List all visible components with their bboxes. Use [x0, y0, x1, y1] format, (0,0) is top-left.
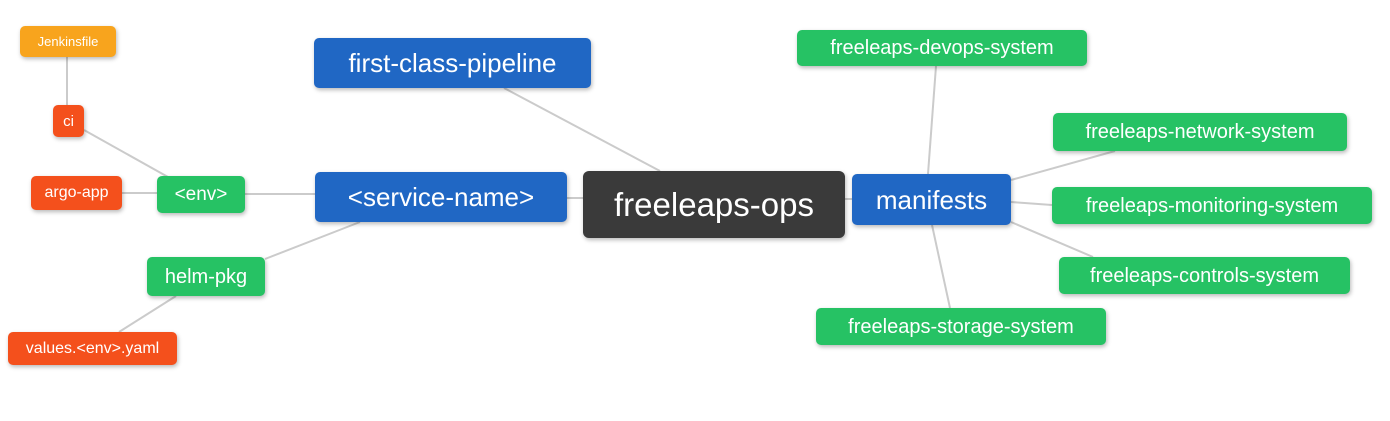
- node-manifests[interactable]: manifests: [852, 174, 1011, 225]
- edge-helm-pkg--service-name: [264, 221, 361, 260]
- node-freeleaps-ops[interactable]: freeleaps-ops: [583, 171, 845, 238]
- node-first-class-pipeline[interactable]: first-class-pipeline: [314, 38, 591, 88]
- node-freeleaps-devops-system[interactable]: freeleaps-devops-system: [797, 30, 1087, 66]
- node-service-name[interactable]: <service-name>: [315, 172, 567, 222]
- node-jenkinsfile[interactable]: Jenkinsfile: [20, 26, 116, 57]
- edge-manifests--freeleaps-devops-system: [927, 65, 937, 175]
- node-env[interactable]: <env>: [157, 176, 245, 213]
- node-freeleaps-monitoring-system[interactable]: freeleaps-monitoring-system: [1052, 187, 1372, 224]
- edge-manifests--freeleaps-storage-system: [931, 224, 951, 309]
- edge-values-env-yaml--helm-pkg: [118, 295, 177, 333]
- node-values-env-yaml[interactable]: values.<env>.yaml: [8, 332, 177, 365]
- edge-manifests--freeleaps-controls-system: [1010, 221, 1094, 258]
- node-freeleaps-storage-system[interactable]: freeleaps-storage-system: [816, 308, 1106, 345]
- node-argo-app[interactable]: argo-app: [31, 176, 122, 210]
- edge-ci--env: [83, 129, 169, 178]
- edge-first-class-pipeline--freeleaps-ops: [503, 87, 661, 172]
- node-helm-pkg[interactable]: helm-pkg: [147, 257, 265, 296]
- node-freeleaps-controls-system[interactable]: freeleaps-controls-system: [1059, 257, 1350, 294]
- node-ci[interactable]: ci: [53, 105, 84, 137]
- edge-manifests--freeleaps-monitoring-system: [1010, 201, 1053, 206]
- node-freeleaps-network-system[interactable]: freeleaps-network-system: [1053, 113, 1347, 151]
- edge-manifests--freeleaps-network-system: [1010, 150, 1116, 181]
